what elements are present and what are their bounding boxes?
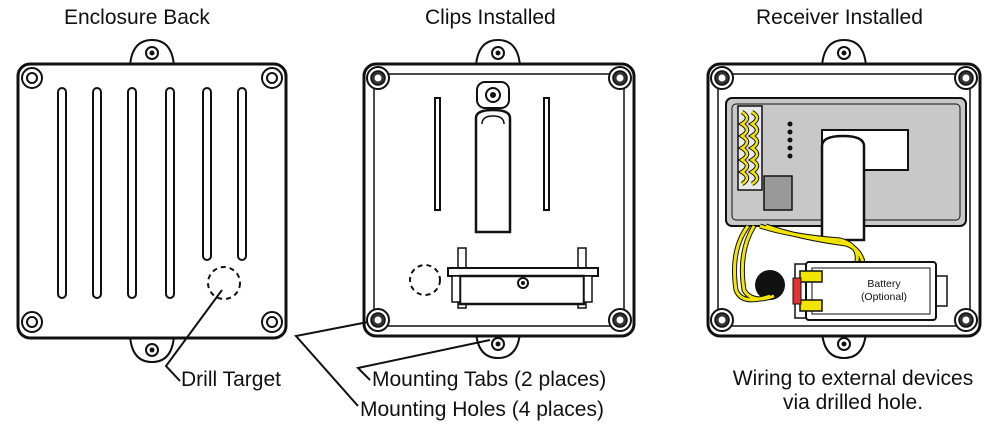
battery-terminal: [799, 299, 823, 312]
battery: [792, 261, 948, 321]
vent-slot: [165, 87, 175, 299]
enclosure-body: [16, 62, 288, 340]
title-enclosure-back: Enclosure Back: [64, 6, 210, 29]
drill-target-circle-2: [409, 264, 441, 296]
receiver-caption-line1: Wiring to external devices: [732, 367, 974, 390]
battery-label: Battery: [867, 278, 901, 290]
title-receiver-installed: Receiver Installed: [756, 6, 923, 29]
bracket-clip: [447, 247, 599, 309]
title-clips-installed: Clips Installed: [425, 6, 556, 29]
vent-slot: [127, 87, 137, 299]
mounting-holes-leader: [294, 321, 369, 407]
enclosure-back-panel: [16, 38, 288, 382]
vent-slot: [202, 87, 212, 261]
vent-slot: [57, 87, 67, 299]
battery-terminal: [799, 270, 823, 283]
vent-slot: [237, 87, 247, 261]
clips-installed-panel: [294, 38, 636, 407]
receiver-caption-line2: via drilled hole.: [782, 391, 924, 414]
mounting-clip: [474, 81, 512, 234]
battery-body: [805, 261, 937, 321]
mounting-tabs-label: Mounting Tabs (2 places): [372, 368, 607, 391]
battery-sublabel: (Optional): [860, 291, 908, 303]
receiver-caption: Wiring to external devices via drilled h…: [708, 367, 998, 415]
drill-target-circle: [207, 266, 241, 300]
drilled-hole: [755, 270, 785, 300]
drill-target-label: Drill Target: [181, 368, 281, 391]
drill-target-leader: [164, 289, 223, 382]
receiver-installed-panel: [706, 38, 982, 360]
mounting-tabs-leader: [355, 339, 491, 381]
mounting-holes-label: Mounting Holes (4 places): [360, 398, 604, 421]
vent-slot: [92, 87, 102, 299]
